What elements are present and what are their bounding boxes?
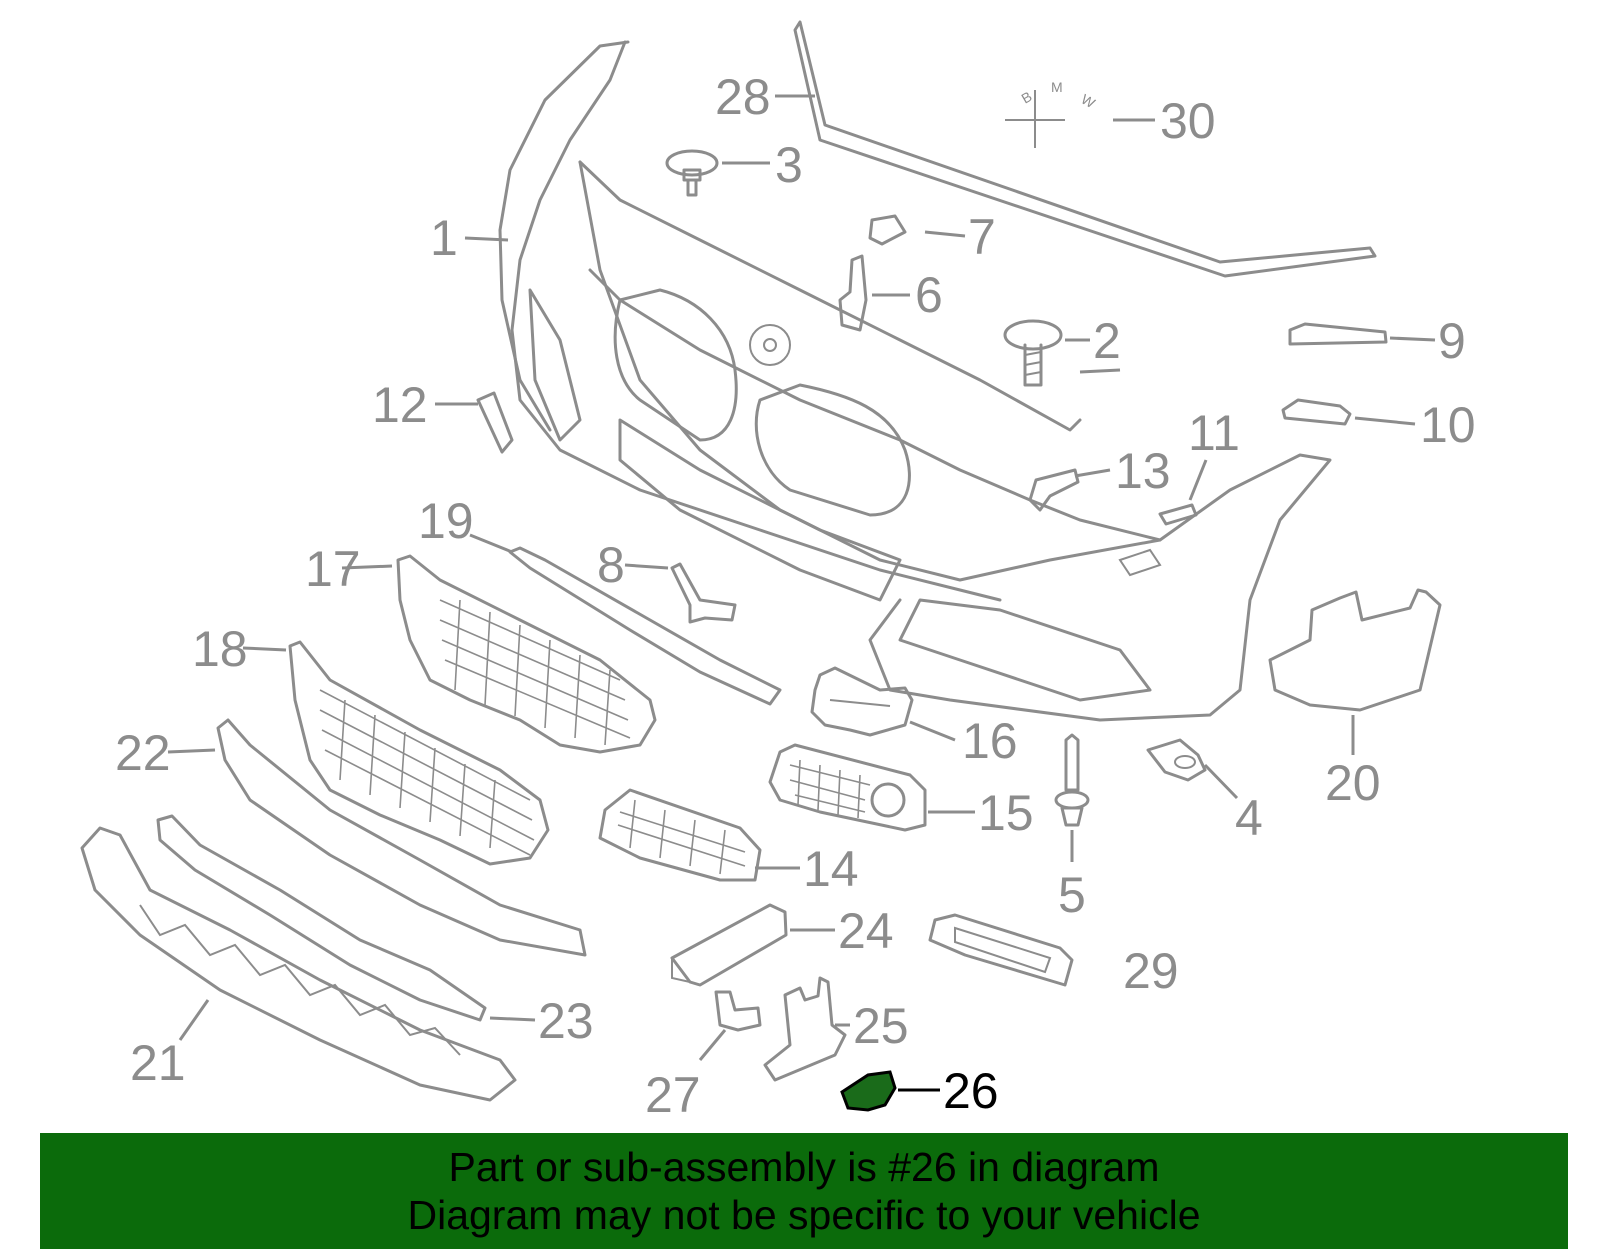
- part-7-bracket: [868, 214, 907, 246]
- emblem-letter-b: B: [1019, 88, 1035, 107]
- part-3-clip: [665, 149, 719, 197]
- part-29-ring: [928, 913, 1074, 987]
- part-20-bracket: [1268, 588, 1442, 712]
- callout-16: 16: [962, 713, 1018, 769]
- callout-15: 15: [978, 785, 1034, 841]
- part-9-trim: [1288, 322, 1388, 346]
- leader-lines: [167, 94, 1436, 1092]
- callout-21: 21: [130, 1035, 186, 1091]
- callout-27: 27: [645, 1067, 701, 1123]
- part-19-strip: [508, 546, 782, 706]
- part-21-energy-absorber: [80, 826, 517, 1102]
- part-24-bracket: [670, 903, 788, 987]
- callout-13: 13: [1115, 443, 1171, 499]
- part-15-fog-grille: [768, 743, 927, 832]
- callout-23: 23: [538, 993, 594, 1049]
- callout-8: 8: [597, 537, 625, 593]
- part-4-clip: [1146, 738, 1207, 782]
- part-14-vent: [598, 788, 762, 882]
- callout-12: 12: [372, 377, 428, 433]
- banner-line-part-number: Part or sub-assembly is #26 in diagram: [448, 1144, 1160, 1190]
- callout-22: 22: [115, 725, 171, 781]
- part-23-lower-bar: [156, 814, 487, 1022]
- callout-labels: 1 2 3 4 5 6 7 8 9 10 11 12 13 14 15 16 1…: [115, 69, 1476, 1123]
- callout-6: 6: [915, 267, 943, 323]
- callout-18: 18: [192, 621, 248, 677]
- part-10-bracket: [1281, 398, 1352, 426]
- callout-5: 5: [1058, 867, 1086, 923]
- part-11-cap: [1158, 503, 1198, 526]
- part-22-reinforcement-bar: [216, 718, 587, 957]
- callout-10: 10: [1420, 397, 1476, 453]
- part-18-grille: [288, 640, 550, 866]
- callout-20: 20: [1325, 755, 1381, 811]
- callout-4: 4: [1235, 790, 1263, 846]
- part-16-vent: [810, 666, 914, 737]
- emblem-letter-w: W: [1079, 91, 1099, 112]
- callout-28: 28: [715, 69, 771, 125]
- part-1-bumper-cover: [498, 40, 1332, 722]
- callout-26-highlighted: 26: [943, 1063, 999, 1119]
- part-27-bracket: [714, 990, 762, 1032]
- callout-17: 17: [305, 541, 361, 597]
- info-banner: Part or sub-assembly is #26 in diagram D…: [40, 1133, 1568, 1249]
- callout-30: 30: [1160, 93, 1216, 149]
- part-28-trim-strip: [793, 20, 1377, 278]
- callout-24: 24: [838, 903, 894, 959]
- part-25-bracket: [763, 976, 847, 1082]
- part-17-grille: [396, 554, 657, 754]
- part-6-bracket: [838, 254, 868, 332]
- part-30-emblem: B M W: [1005, 79, 1099, 148]
- callout-14: 14: [803, 841, 859, 897]
- part-26-highlighted: [840, 1070, 897, 1112]
- callout-25: 25: [853, 998, 909, 1054]
- part-2-screw: [1003, 319, 1063, 387]
- callout-7: 7: [968, 209, 996, 265]
- part-5-pin: [1054, 733, 1090, 827]
- callout-9: 9: [1438, 313, 1466, 369]
- callout-19: 19: [418, 493, 474, 549]
- banner-line-disclaimer: Diagram may not be specific to your vehi…: [407, 1192, 1201, 1238]
- callout-3: 3: [775, 137, 803, 193]
- callout-29: 29: [1123, 943, 1179, 999]
- emblem-letter-m: M: [1051, 79, 1063, 95]
- part-8-bracket: [670, 562, 737, 624]
- callout-1: 1: [430, 210, 458, 266]
- part-12-cover: [476, 391, 514, 454]
- callout-11: 11: [1188, 405, 1240, 461]
- callout-2: 2: [1093, 313, 1121, 369]
- part-13-bracket: [1028, 468, 1080, 512]
